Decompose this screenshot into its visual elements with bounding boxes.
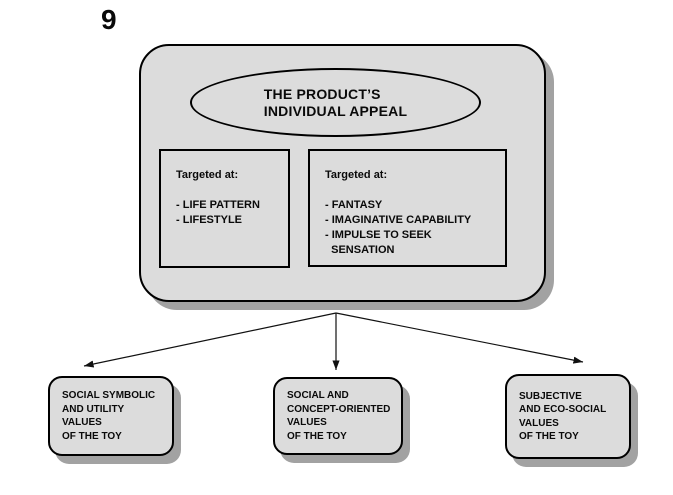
targeted-at-fantasy-box: Targeted at: - FANTASY - IMAGINATIVE CAP… <box>308 149 507 267</box>
targeted-at-heading: Targeted at: <box>176 169 239 181</box>
product-appeal-title: THE PRODUCT’S INDIVIDUAL APPEAL <box>263 85 408 119</box>
lifestyle-items: - LIFE PATTERN - LIFESTYLE <box>176 199 260 226</box>
product-appeal-ellipse: THE PRODUCT’S INDIVIDUAL APPEAL <box>190 68 481 137</box>
arrow-to-social-symbolic <box>83 312 337 368</box>
value-box-label: SOCIAL SYMBOLIC AND UTILITY VALUES OF TH… <box>62 390 156 442</box>
product-appeal-panel: THE PRODUCT’S INDIVIDUAL APPEAL Targeted… <box>139 44 546 302</box>
value-box-label: SUBJECTIVE AND ECO-SOCIAL VALUES OF THE … <box>519 390 607 443</box>
arrow-to-eco-social <box>335 312 584 364</box>
fantasy-items: - FANTASY - IMAGINATIVE CAPABILITY - IMP… <box>325 199 472 256</box>
value-box-social-symbolic: SOCIAL SYMBOLIC AND UTILITY VALUES OF TH… <box>48 376 174 456</box>
value-box-eco-social: SUBJECTIVE AND ECO-SOCIAL VALUES OF THE … <box>505 374 631 459</box>
targeted-at-lifestyle-box: Targeted at: - LIFE PATTERN - LIFESTYLE <box>159 149 290 268</box>
targeted-at-heading: Targeted at: <box>325 169 388 181</box>
value-box-label: SOCIAL AND CONCEPT-ORIENTED VALUES OF TH… <box>287 390 391 442</box>
value-box-concept-oriented: SOCIAL AND CONCEPT-ORIENTED VALUES OF TH… <box>273 377 403 455</box>
page-number: 9 <box>101 4 117 35</box>
